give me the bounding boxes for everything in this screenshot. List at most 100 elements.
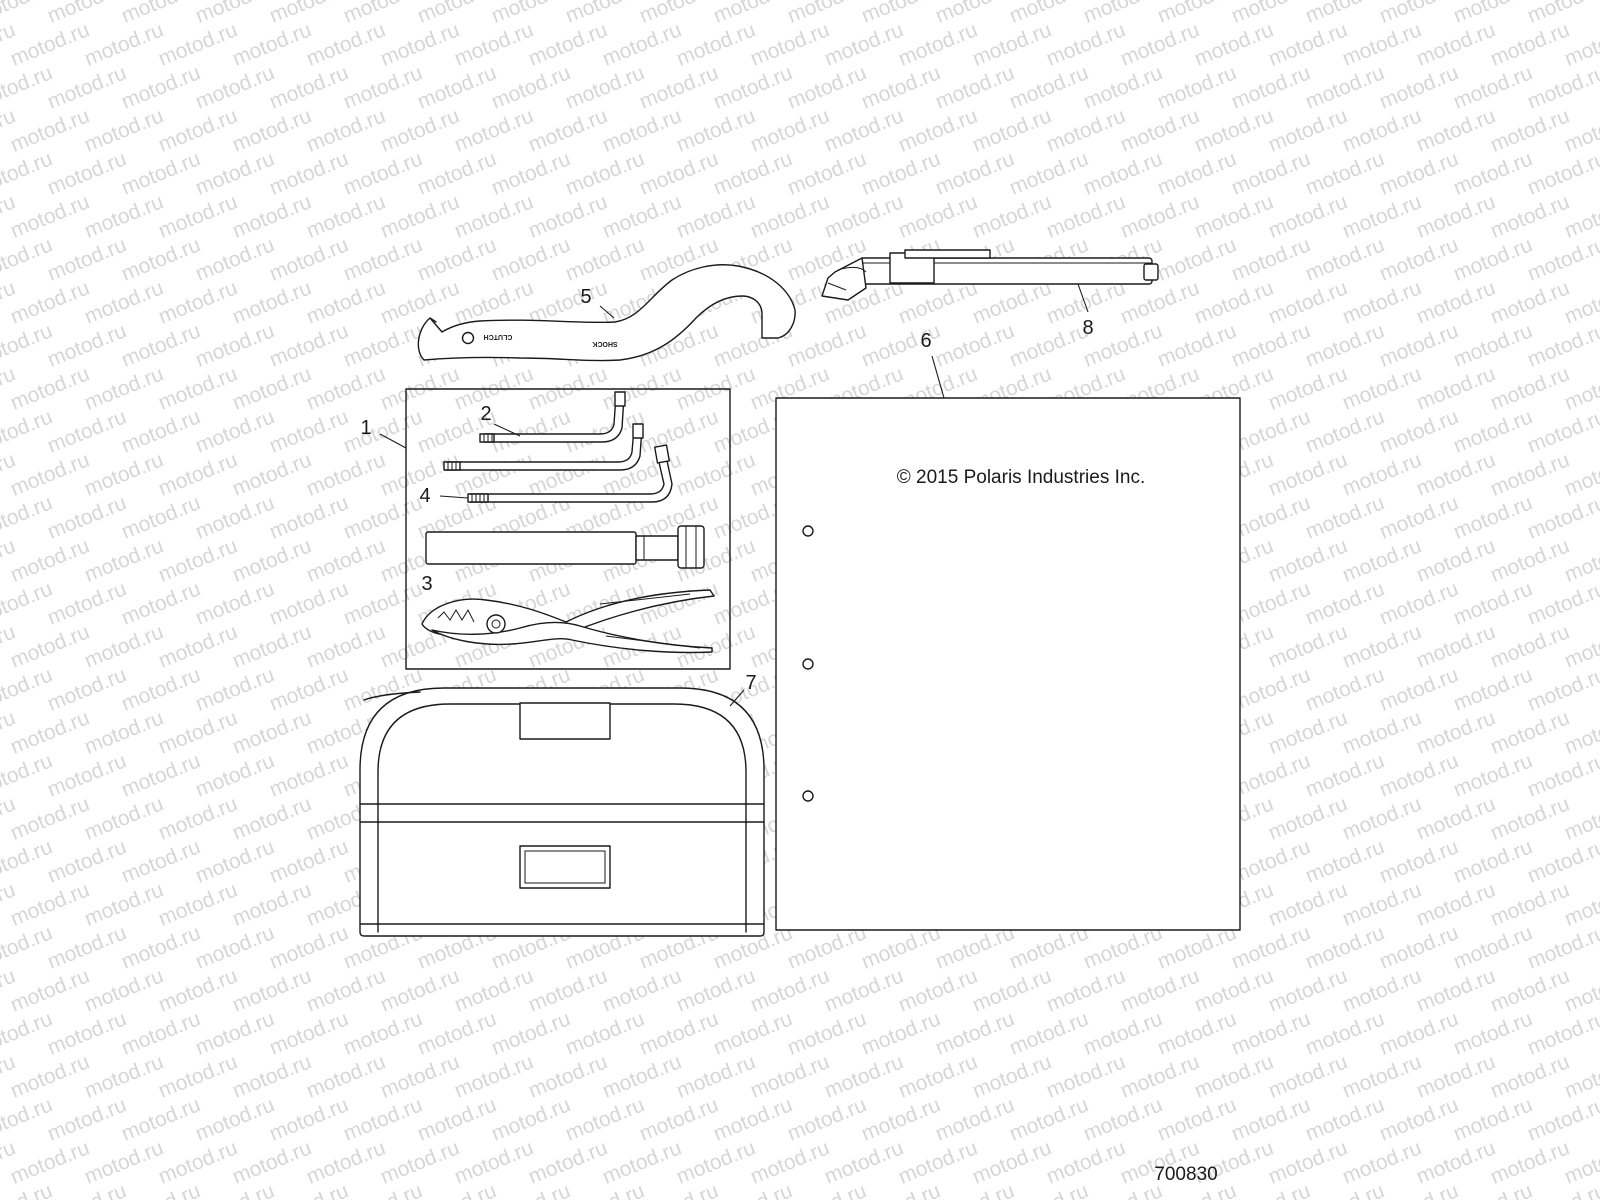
watermark-text: motod.ru: [118, 663, 203, 715]
watermark-text: motod.ru: [1043, 18, 1128, 70]
watermark-text: motod.ru: [747, 104, 832, 156]
watermark-text: motod.ru: [414, 147, 499, 199]
watermark-text: motod.ru: [1376, 147, 1461, 199]
watermark-text: motod.ru: [1487, 362, 1572, 414]
watermark-text: motod.ru: [562, 61, 647, 113]
watermark-text: motod.ru: [784, 1093, 869, 1145]
watermark-text: motod.ru: [1413, 964, 1498, 1016]
watermark-text: motod.ru: [340, 1007, 425, 1059]
watermark-text: motod.ru: [562, 1093, 647, 1145]
callout-7: 7: [745, 672, 756, 694]
watermark-text: motod.ru: [81, 276, 166, 328]
watermark-text: motod.ru: [1339, 18, 1424, 70]
watermark-text: motod.ru: [1043, 104, 1128, 156]
watermark-text: motod.ru: [969, 1050, 1054, 1102]
watermark-text: motod.ru: [118, 147, 203, 199]
watermark-text: motod.ru: [1228, 663, 1313, 715]
watermark-text: motod.ru: [1080, 0, 1165, 28]
watermark-text: motod.ru: [1376, 233, 1461, 285]
watermark-text: motod.ru: [1265, 706, 1350, 758]
watermark-text: motod.ru: [7, 1136, 92, 1188]
watermark-text: motod.ru: [192, 749, 277, 801]
watermark-text: motod.ru: [747, 1050, 832, 1102]
watermark-text: motod.ru: [1450, 147, 1535, 199]
watermark-text: motod.ru: [673, 1050, 758, 1102]
watermark-text: motod.ru: [1265, 1136, 1350, 1188]
watermark-text: motod.ru: [414, 61, 499, 113]
diagram-part-number: 700830: [1154, 1164, 1217, 1185]
watermark-text: motod.ru: [340, 0, 425, 28]
watermark-text: motod.ru: [858, 1007, 943, 1059]
socket-extension: [425, 525, 705, 569]
watermark-text: motod.ru: [673, 104, 758, 156]
watermark-text: motod.ru: [1080, 61, 1165, 113]
watermark-text: motod.ru: [377, 104, 462, 156]
watermark-text: motod.ru: [1339, 620, 1424, 672]
watermark-text: motod.ru: [1413, 706, 1498, 758]
watermark-text: motod.ru: [1413, 276, 1498, 328]
watermark-text: motod.ru: [1154, 319, 1239, 371]
watermark-text: motod.ru: [377, 276, 462, 328]
leader-line-2: [493, 423, 521, 437]
leader-line-5: [599, 305, 615, 319]
watermark-text: motod.ru: [1376, 835, 1461, 887]
watermark-text: motod.ru: [1450, 749, 1535, 801]
watermark-text: motod.ru: [1339, 190, 1424, 242]
watermark-text: motod.ru: [969, 104, 1054, 156]
watermark-text: motod.ru: [229, 706, 314, 758]
watermark-text: motod.ru: [118, 491, 203, 543]
watermark-text: motod.ru: [340, 61, 425, 113]
watermark-text: motod.ru: [562, 147, 647, 199]
watermark-text: motod.ru: [414, 233, 499, 285]
watermark-text: motod.ru: [1339, 534, 1424, 586]
watermark-text: motod.ru: [81, 362, 166, 414]
watermark-text: motod.ru: [7, 362, 92, 414]
callout-6: 6: [920, 330, 931, 352]
watermark-text: motod.ru: [1265, 362, 1350, 414]
watermark-text: motod.ru: [451, 964, 536, 1016]
watermark-text: motod.ru: [1413, 534, 1498, 586]
watermark-text: motod.ru: [44, 491, 129, 543]
watermark-text: motod.ru: [1413, 190, 1498, 242]
watermark-text: motod.ru: [1450, 491, 1535, 543]
watermark-text: motod.ru: [1413, 18, 1498, 70]
watermark-text: motod.ru: [1487, 964, 1572, 1016]
watermark-text: motod.ru: [1228, 1007, 1313, 1059]
watermark-text: motod.ru: [525, 104, 610, 156]
watermark-text: motod.ru: [1043, 1136, 1128, 1188]
watermark-text: motod.ru: [562, 233, 647, 285]
watermark-text: motod.ru: [229, 18, 314, 70]
watermark-text: motod.ru: [44, 1093, 129, 1145]
watermark-text: motod.ru: [488, 0, 573, 28]
watermark-text: motod.ru: [1006, 61, 1091, 113]
watermark-text: motod.ru: [303, 276, 388, 328]
watermark-text: motod.ru: [1487, 18, 1572, 70]
watermark-text: motod.ru: [1413, 1050, 1498, 1102]
watermark-text: motod.ru: [858, 1093, 943, 1145]
owners-manual-item-6: © 2015 Polaris Industries Inc.: [775, 397, 1241, 931]
leader-line-6: [931, 355, 945, 399]
watermark-text: motod.ru: [155, 276, 240, 328]
watermark-text: motod.ru: [1228, 233, 1313, 285]
watermark-text: motod.ru: [229, 1050, 314, 1102]
watermark-text: motod.ru: [1265, 792, 1350, 844]
watermark-text: motod.ru: [932, 1007, 1017, 1059]
watermark-text: motod.ru: [1228, 835, 1313, 887]
watermark-text: motod.ru: [1376, 663, 1461, 715]
watermark-text: motod.ru: [451, 18, 536, 70]
watermark-text: motod.ru: [1302, 61, 1387, 113]
watermark-text: motod.ru: [1302, 405, 1387, 457]
watermark-text: motod.ru: [192, 1093, 277, 1145]
watermark-text: motod.ru: [1228, 1093, 1313, 1145]
watermark-text: motod.ru: [1450, 0, 1535, 28]
watermark-text: motod.ru: [1339, 706, 1424, 758]
watermark-text: motod.ru: [1450, 1093, 1535, 1145]
watermark-text: motod.ru: [192, 233, 277, 285]
watermark-text: motod.ru: [636, 1007, 721, 1059]
watermark-text: motod.ru: [858, 0, 943, 28]
watermark-text: motod.ru: [488, 1007, 573, 1059]
watermark-text: motod.ru: [525, 190, 610, 242]
watermark-text: motod.ru: [562, 1007, 647, 1059]
watermark-text: motod.ru: [599, 1050, 684, 1102]
